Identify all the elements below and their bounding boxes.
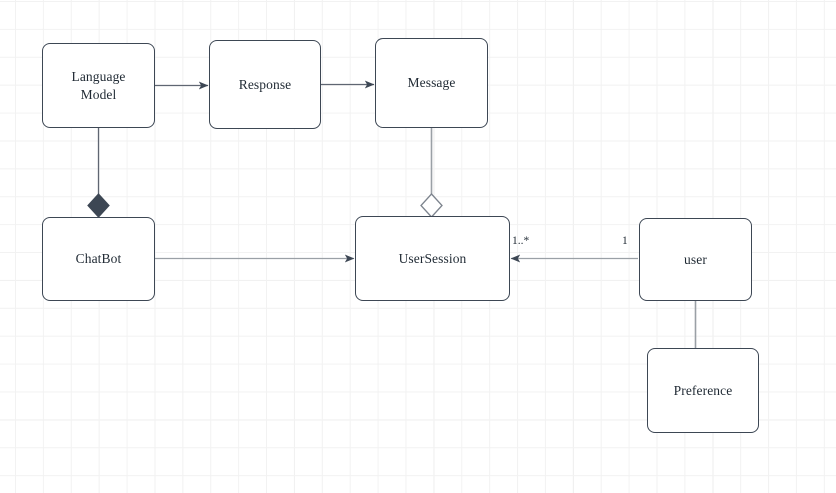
node-label-preference: Preference <box>673 382 733 398</box>
hollow-diamond-marker <box>420 193 443 218</box>
node-label-user: user <box>684 251 707 267</box>
node-message[interactable]: Message <box>375 38 488 128</box>
edge-language-model-to-chatbot <box>87 128 110 218</box>
edge-message-to-usersession <box>420 128 443 218</box>
node-chatbot[interactable]: ChatBot <box>42 217 155 301</box>
node-usersession[interactable]: UserSession <box>355 216 510 301</box>
node-preference[interactable]: Preference <box>647 348 759 433</box>
filled-diamond-marker <box>87 193 110 218</box>
node-response[interactable]: Response <box>209 40 321 129</box>
node-user[interactable]: user <box>639 218 752 301</box>
node-label-language-model: Language Model <box>71 68 126 102</box>
node-label-message: Message <box>407 75 456 91</box>
node-label-usersession: UserSession <box>398 250 467 266</box>
node-label-chatbot: ChatBot <box>75 251 122 267</box>
node-language-model[interactable]: Language Model <box>42 43 155 128</box>
multiplicity-label-usersession: 1..* <box>512 235 530 247</box>
multiplicity-label-user: 1 <box>622 235 628 247</box>
node-label-response: Response <box>238 76 292 92</box>
